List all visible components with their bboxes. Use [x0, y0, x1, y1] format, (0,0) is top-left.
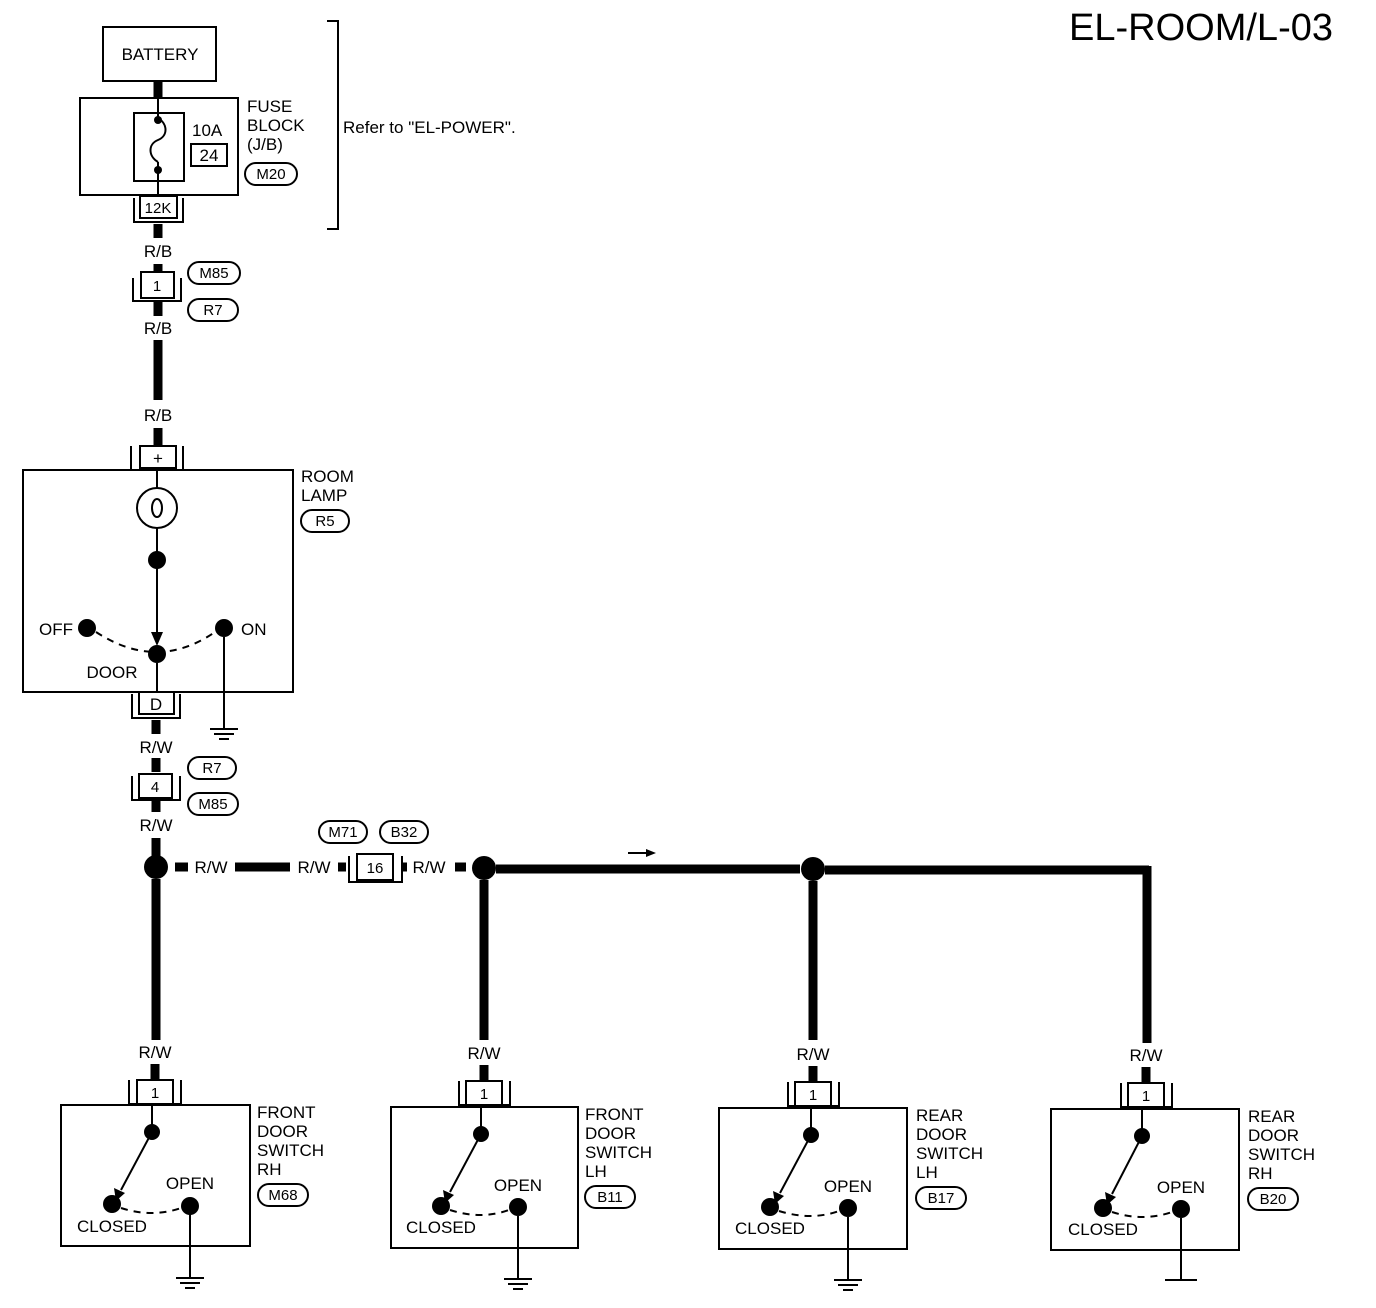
switch-2-wire-label: R/W [467, 1044, 500, 1063]
switch-2-pin: 1 [480, 1086, 488, 1103]
connector-r7-lower: R7 [202, 760, 221, 777]
connector-m68: M68 [268, 1187, 297, 1204]
connector-r5: R5 [315, 513, 334, 530]
switch-2-box [390, 1106, 579, 1249]
connector-badge-m20 [244, 162, 298, 186]
switch-1-open: OPEN [166, 1174, 214, 1193]
switch-4-box [1050, 1108, 1240, 1251]
rear-door-switch-rh: R/W 1 CLOSED OPEN REAR DOOR SWITCH RH B2… [1050, 1046, 1315, 1281]
terminal-12k-label: 12K [145, 200, 172, 217]
connector-b32: B32 [391, 824, 418, 841]
wire-label-rb-2: R/B [144, 319, 172, 338]
switch-3-closed: CLOSED [735, 1219, 805, 1238]
connector-lower-pin: 4 [151, 779, 159, 796]
connector-mid-pin: 16 [367, 860, 384, 877]
fuse-amp: 10A [192, 121, 223, 140]
switch-2-label-1: FRONT [585, 1105, 644, 1124]
room-lamp-d-terminal [138, 691, 175, 715]
wire-label-rw-3: R/W [194, 858, 227, 877]
front-door-switch-rh: R/W 1 CLOSED OPEN FRONT DOOR SWITCH RH M… [60, 1043, 324, 1289]
switch-4-label-2: DOOR [1248, 1126, 1299, 1145]
switch-2-label-2: DOOR [585, 1124, 636, 1143]
fuse-block-label-2: BLOCK [247, 116, 305, 135]
switch-3-label-1: REAR [916, 1106, 963, 1125]
battery-label: BATTERY [122, 45, 199, 64]
fuse-block-label-1: FUSE [247, 97, 292, 116]
refer-note: Refer to "EL-POWER". [343, 118, 516, 137]
connector-m85-lower: M85 [198, 796, 227, 813]
switch-1-closed: CLOSED [77, 1217, 147, 1236]
switch-4-label-1: REAR [1248, 1107, 1295, 1126]
connector-m85-upper: M85 [199, 265, 228, 282]
splice-left [144, 855, 168, 879]
switch-1-label-1: FRONT [257, 1103, 316, 1122]
lamp-bulb-icon [136, 487, 178, 529]
switch-1-pin: 1 [151, 1085, 159, 1102]
fuse-number-box [190, 143, 228, 167]
lamp-door-contact [148, 645, 166, 663]
connector-upper [140, 271, 175, 299]
connector-m71: M71 [328, 824, 357, 841]
switch-4-open: OPEN [1157, 1178, 1205, 1197]
wire-label-rw-2: R/W [139, 816, 172, 835]
fuse-number: 24 [200, 146, 219, 165]
wire-label-rb-3: R/B [144, 406, 172, 425]
switch-2-label-4: LH [585, 1162, 607, 1181]
terminal-12k [139, 195, 178, 219]
splice-c [801, 857, 825, 881]
lamp-door-label: DOOR [87, 663, 138, 682]
switch-4-wire-label: R/W [1129, 1046, 1162, 1065]
connector-lower [138, 773, 173, 799]
connector-b20: B20 [1260, 1191, 1287, 1208]
switch-4-closed: CLOSED [1068, 1220, 1138, 1239]
switch-4-label-4: RH [1248, 1164, 1273, 1183]
switch-2-closed: CLOSED [406, 1218, 476, 1237]
lamp-off-contact [78, 619, 96, 637]
switch-3-label-2: DOOR [916, 1125, 967, 1144]
lamp-on-contact [215, 619, 233, 637]
wire-label-rw-5: R/W [412, 858, 445, 877]
switch-2-open: OPEN [494, 1176, 542, 1195]
wire-label-rw-1: R/W [139, 738, 172, 757]
lamp-off-label: OFF [39, 620, 73, 639]
switch-1-wire-label: R/W [138, 1043, 171, 1062]
wire-label-rb-1: R/B [144, 242, 172, 261]
connector-b11: B11 [597, 1189, 623, 1206]
switch-1-label-3: SWITCH [257, 1141, 324, 1160]
switch-1-box [60, 1104, 251, 1247]
lamp-on-label: ON [241, 620, 267, 639]
front-door-switch-lh: R/W 1 CLOSED OPEN FRONT DOOR SWITCH LH B… [390, 1044, 652, 1290]
room-lamp-label-1: ROOM [301, 467, 354, 486]
fuse-block-label-3: (J/B) [247, 135, 283, 154]
fuse-icon [149, 117, 167, 163]
switch-3-wire-label: R/W [796, 1045, 829, 1064]
room-lamp-plus-terminal [139, 445, 177, 469]
switch-2-label-3: SWITCH [585, 1143, 652, 1162]
connector-b17: B17 [928, 1190, 955, 1207]
connector-mid [356, 853, 394, 881]
switch-3-open: OPEN [824, 1177, 872, 1196]
room-lamp-plus: + [153, 449, 163, 468]
switch-3-label-3: SWITCH [916, 1144, 983, 1163]
rear-door-switch-lh: R/W 1 CLOSED OPEN REAR DOOR SWITCH LH B1… [718, 1045, 983, 1291]
switch-3-label-4: LH [916, 1163, 938, 1182]
diagram-title: EL-ROOM/L-03 [1069, 7, 1333, 49]
switch-3-box [718, 1107, 908, 1250]
switch-1-label-2: DOOR [257, 1122, 308, 1141]
connector-m20: M20 [256, 166, 285, 183]
lamp-switch-travel [95, 631, 216, 653]
switch-3-pin: 1 [809, 1087, 817, 1104]
switch-4-pin: 1 [1142, 1088, 1150, 1105]
room-lamp-d: D [150, 695, 162, 714]
room-lamp-label-2: LAMP [301, 486, 347, 505]
switch-1-label-4: RH [257, 1160, 282, 1179]
switch-4-label-3: SWITCH [1248, 1145, 1315, 1164]
splice-b [472, 856, 496, 880]
connector-upper-pin: 1 [153, 278, 161, 295]
refer-bracket [327, 20, 339, 230]
wire-label-rw-4: R/W [297, 858, 330, 877]
connector-r7-upper: R7 [203, 302, 222, 319]
